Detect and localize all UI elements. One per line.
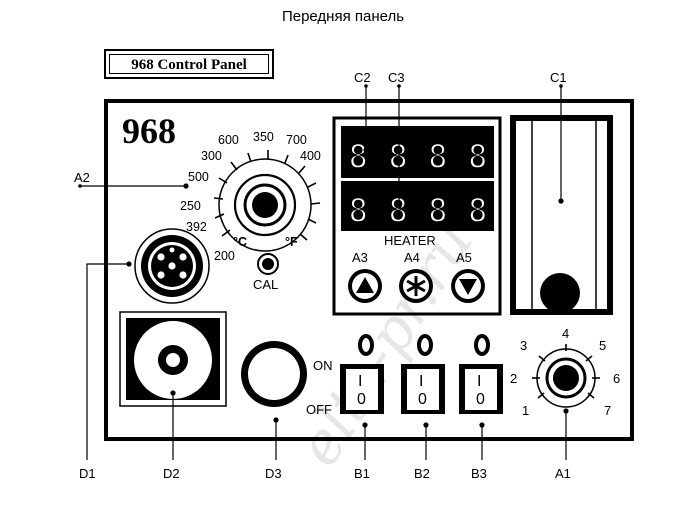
switch-b3[interactable] — [459, 334, 503, 414]
callout-d1: D1 — [79, 466, 96, 481]
down-arrow-icon — [459, 279, 477, 295]
callout-leader-lines — [80, 86, 567, 460]
airflow-scale-6: 6 — [613, 371, 620, 386]
panel-name-text: 968 Control Panel — [109, 54, 269, 74]
up-arrow-icon — [356, 277, 374, 293]
temp-scale-350: 350 — [253, 130, 274, 144]
temp-scale-392: 392 — [186, 220, 207, 234]
panel-name-plate: 968 Control Panel — [104, 49, 274, 79]
heater-label: HEATER — [384, 233, 436, 248]
callout-c2: C2 — [354, 70, 371, 85]
airflow-scale-4: 4 — [562, 326, 569, 341]
button-label-a4: A4 — [404, 250, 420, 265]
airflow-knob-ticks — [532, 344, 600, 399]
button-label-a3: A3 — [352, 250, 368, 265]
hot-air-outlet — [119, 311, 227, 407]
switch-on-label: ON — [313, 358, 333, 373]
callout-d3: D3 — [265, 466, 282, 481]
button-label-a5: A5 — [456, 250, 472, 265]
airflow-scale-1: 1 — [522, 403, 529, 418]
unit-fahrenheit: °F — [285, 235, 298, 249]
airflow-scale-5: 5 — [599, 338, 606, 353]
handpiece-connector[interactable] — [134, 228, 210, 304]
callout-c1: C1 — [550, 70, 567, 85]
temperature-knob[interactable] — [213, 150, 321, 252]
callout-a1: A1 — [555, 466, 571, 481]
callout-b1: B1 — [354, 466, 370, 481]
switch-b2[interactable] — [401, 334, 445, 414]
nozzle-ring — [241, 341, 307, 407]
display-bottom — [341, 181, 494, 231]
callout-b3: B3 — [471, 466, 487, 481]
asterisk-icon — [406, 276, 426, 296]
airflow-scale-2: 2 — [510, 371, 517, 386]
cal-adjust-screw[interactable] — [257, 253, 279, 275]
switch-b2-off-mark: 0 — [418, 391, 427, 408]
model-number: 968 — [122, 111, 176, 151]
set-button[interactable] — [399, 269, 433, 303]
temp-scale-300: 300 — [201, 149, 222, 163]
temp-scale-500: 500 — [188, 170, 209, 184]
callout-d2: D2 — [163, 466, 180, 481]
temp-scale-200: 200 — [214, 249, 235, 263]
airflow-scale-7: 7 — [604, 403, 611, 418]
temp-scale-700: 700 — [286, 133, 307, 147]
switch-b1-on-mark: I — [358, 373, 362, 390]
airflow-knob[interactable] — [532, 344, 600, 408]
switch-b1-off-mark: 0 — [357, 391, 366, 408]
switch-b2-on-mark: I — [419, 373, 423, 390]
airflow-scale-3: 3 — [520, 338, 527, 353]
temperature-scale-ring — [218, 158, 312, 252]
switch-b3-off-mark: 0 — [476, 391, 485, 408]
down-button[interactable] — [451, 269, 485, 303]
temp-scale-400: 400 — [300, 149, 321, 163]
temperature-knob-ticks — [213, 150, 321, 241]
callout-b2: B2 — [414, 466, 430, 481]
up-button[interactable] — [348, 269, 382, 303]
callout-c3: C3 — [388, 70, 405, 85]
callout-dots — [78, 84, 569, 428]
switch-off-label: OFF — [306, 402, 332, 417]
temp-scale-250: 250 — [180, 199, 201, 213]
callout-a2: A2 — [74, 170, 90, 185]
panel-body — [104, 99, 634, 441]
cal-label: CAL — [253, 277, 278, 292]
switch-b1[interactable] — [340, 334, 384, 414]
temp-scale-600: 600 — [218, 133, 239, 147]
temperature-knob-center — [252, 192, 278, 218]
display-frame — [332, 116, 502, 316]
unit-celsius: °C — [233, 235, 247, 249]
switch-b3-on-mark: I — [477, 373, 481, 390]
connector-pins — [157, 247, 187, 279]
page-title: Передняя панель — [281, 8, 405, 25]
